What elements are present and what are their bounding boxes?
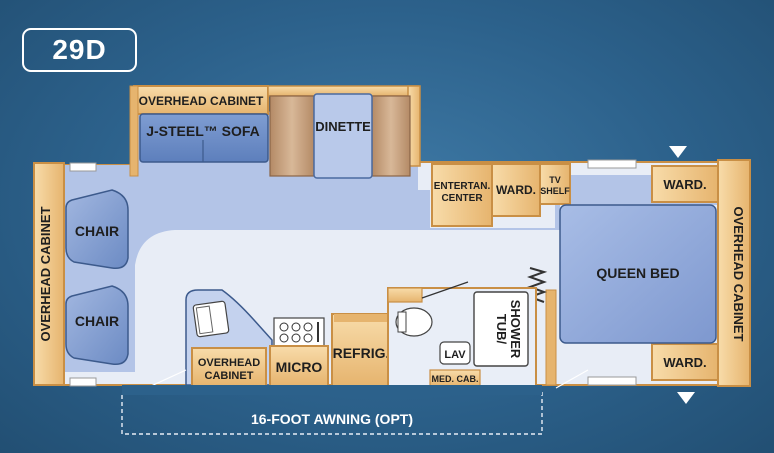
tv-shelf-label-1: TV [549, 175, 561, 185]
model-badge: 29D [22, 28, 137, 72]
window-right-bottom [587, 376, 637, 386]
wardrobe-center: WARD. [491, 163, 541, 217]
entertainment-label-2: CENTER [441, 193, 483, 204]
tub-label-2: SHOWER [508, 300, 523, 359]
chair-bottom-label: CHAIR [75, 313, 119, 329]
sofa-label: J-STEEL™ SOFA [146, 123, 260, 139]
bedroom-wall [545, 289, 557, 386]
sofa: J-STEEL™ SOFA [139, 113, 269, 163]
overhead-cabinet-top [133, 85, 269, 115]
med-cab-label: MED. CAB. [432, 374, 479, 384]
chair-top: CHAIR [65, 189, 129, 270]
overhead-cabinet-left-label: OVERHEAD CABINET [38, 206, 53, 341]
awning-label: 16-FOOT AWNING (OPT) [251, 411, 413, 427]
queen-bed-label: QUEEN BED [596, 265, 679, 281]
micro-label: MICRO [276, 359, 323, 375]
queen-bed: QUEEN BED [559, 204, 717, 344]
overhead-cabinet-right [717, 159, 751, 387]
wardrobe-bottom-right: WARD. [651, 343, 719, 381]
awning-cover [122, 385, 542, 395]
tv-shelf-label-2: SHELF [540, 186, 570, 196]
overhead-cabinet-right-label: OVERHEAD CABINET [731, 206, 746, 341]
microwave: MICRO [269, 345, 329, 387]
overhead-cabinet-left [33, 162, 65, 386]
dinette-label: DINETTE [315, 119, 371, 134]
stove [273, 317, 325, 347]
refrig-label: REFRIG. [333, 345, 390, 361]
wardrobe-top-right: WARD. [651, 165, 719, 203]
wardrobe-center-label: WARD. [496, 183, 536, 197]
vent-top-marker [669, 146, 687, 158]
vent-bottom-marker [677, 392, 695, 404]
window-right-top [587, 159, 637, 169]
wardrobe-bottom-right-label: WARD. [663, 355, 706, 370]
bathroom: LAV MED. CAB. TUB/ SHOWER [387, 281, 537, 387]
tub-label-1: TUB/ [494, 314, 509, 345]
kitchen-cabinet-label-1: OVERHEAD [198, 357, 260, 369]
tub-shower [473, 291, 529, 367]
slideout-left-wall [129, 85, 139, 177]
dinette: DINETTE [269, 93, 411, 179]
kitchen-cabinet-label-2: CABINET [205, 370, 254, 382]
wardrobe-top-right-label: WARD. [663, 177, 706, 192]
lav-label: LAV [444, 349, 466, 361]
refrigerator: REFRIG. [331, 313, 391, 387]
window-left-top [69, 162, 97, 172]
chair-top-label: CHAIR [75, 223, 119, 239]
lav-sink [439, 341, 471, 365]
tv-shelf: TV SHELF [539, 163, 571, 205]
entry-door-line-right [555, 369, 589, 389]
overhead-cabinet-top-label: OVERHEAD CABINET [139, 94, 264, 108]
chair-bottom: CHAIR [65, 285, 129, 366]
entertainment-label-1: ENTERTAN. [434, 181, 491, 192]
entertainment-center: ENTERTAN. CENTER [431, 163, 493, 227]
window-left-bottom [69, 377, 97, 387]
overhead-cabinet-kitchen: OVERHEAD CABINET [191, 347, 267, 387]
